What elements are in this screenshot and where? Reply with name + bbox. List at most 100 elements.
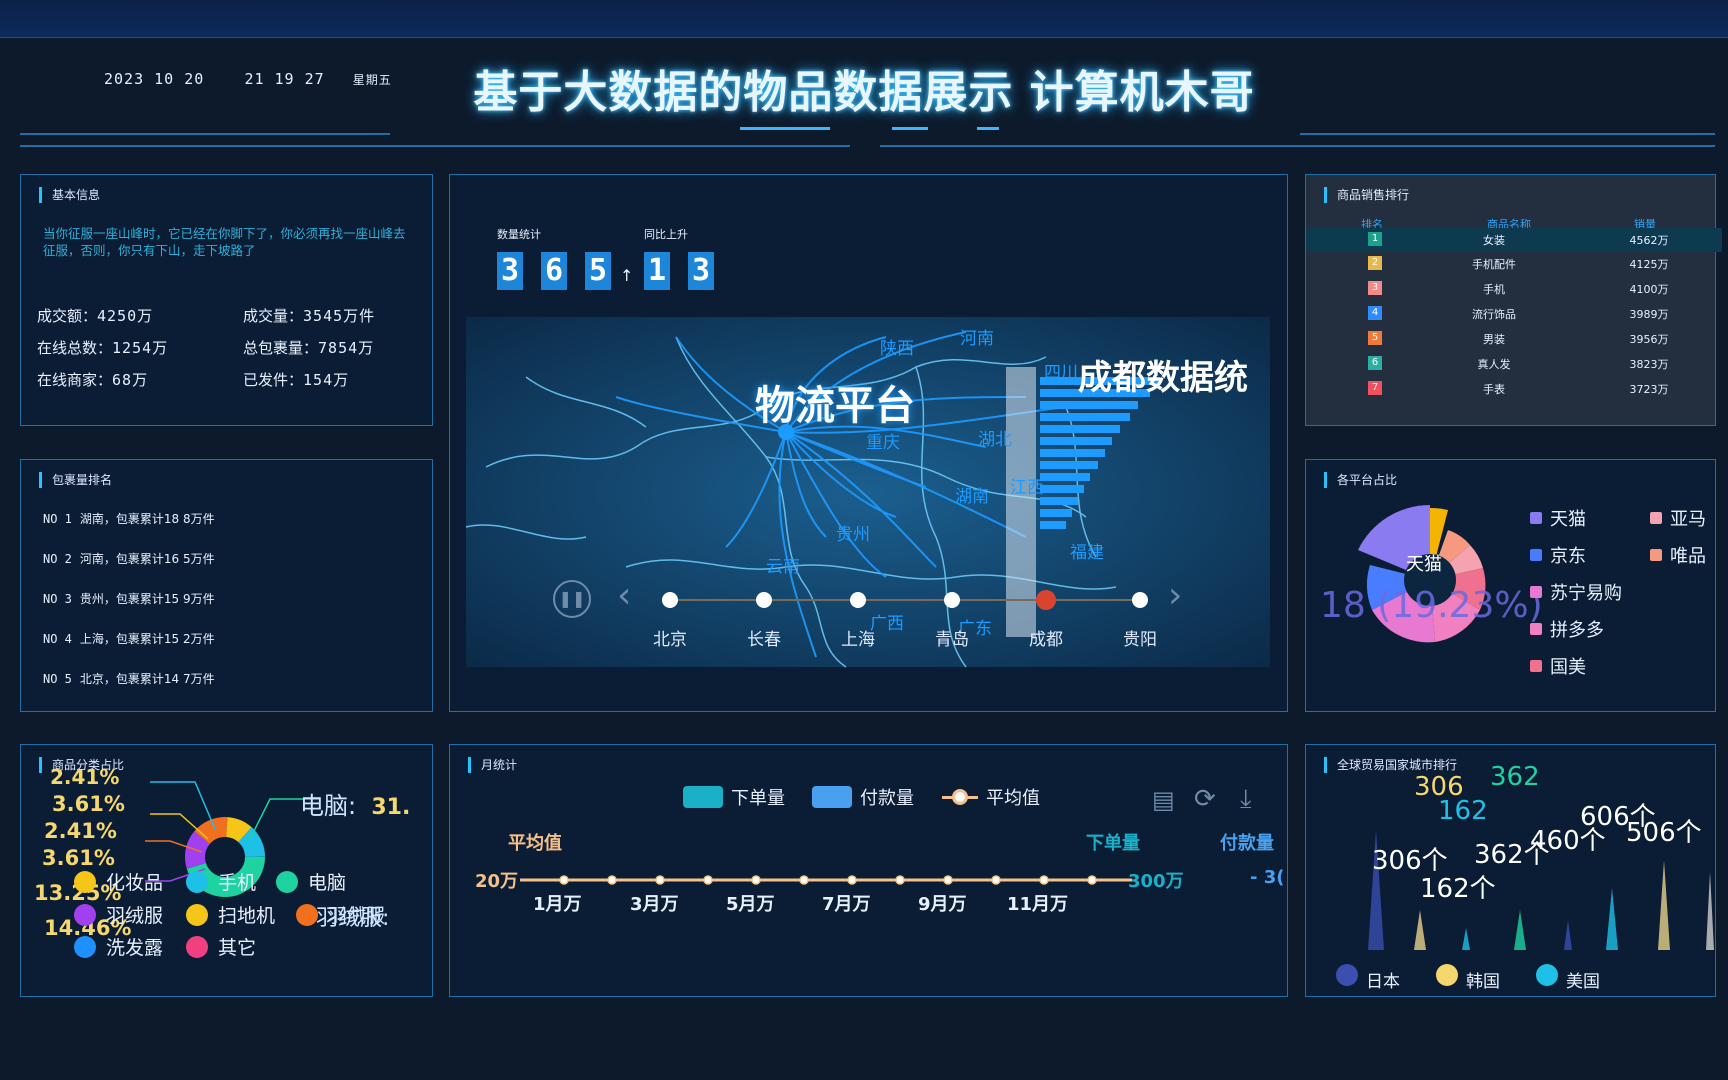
stat-item: 成交量：3545万件 [243, 307, 376, 325]
province-label: 云南 [766, 557, 800, 577]
avg-point [799, 875, 809, 885]
header-deco [892, 127, 928, 130]
data-view-icon[interactable]: ▤ [1152, 786, 1175, 814]
legend-item[interactable]: 其它 [186, 933, 256, 960]
right-bars [1040, 377, 1160, 529]
legend-item[interactable]: 日本 [1336, 964, 1400, 992]
prev-button[interactable]: ‹ [617, 575, 632, 616]
avg-point [991, 875, 1001, 885]
legend-item[interactable]: 唯品 [1650, 542, 1706, 568]
count-digit: 6 [541, 252, 567, 290]
month-label: 9月万 [918, 894, 967, 915]
page-title: 基于大数据的物品数据展示 计算机木哥 [473, 67, 1255, 118]
hub-point [778, 424, 794, 440]
label-line [150, 781, 216, 830]
timeline-dot[interactable] [1132, 592, 1148, 608]
basic-info-panel: 基本信息 当你征服一座山峰时，它已经在你脚下了，你必须再找一座山峰去征服，否则，… [20, 174, 433, 426]
refresh-icon[interactable]: ⟳ [1194, 784, 1216, 814]
province-label: 陕西 [880, 339, 914, 359]
timeline-dot[interactable] [756, 592, 772, 608]
spike [1414, 910, 1426, 950]
label-line [150, 813, 209, 840]
legend-item[interactable]: 天猫 [1530, 505, 1586, 531]
legend-item[interactable]: 苏宁易购 [1530, 579, 1622, 605]
download-icon[interactable]: ⤓ [1240, 784, 1252, 814]
stat-item: 在线商家：68万 [37, 371, 149, 389]
category-big-label: 电脑: 31. [300, 792, 411, 820]
label-line [145, 840, 203, 853]
legend-item[interactable]: 电脑 [276, 868, 346, 895]
legend-item[interactable]: 下单量 [683, 784, 785, 810]
label-line [249, 798, 320, 840]
legend-item[interactable]: 扫地机 [186, 901, 275, 928]
province-label: 江西 [1010, 478, 1044, 498]
month-label: 11月万 [1007, 894, 1069, 915]
trade-label: 506个 [1626, 818, 1702, 848]
legend-item[interactable]: 付款量 [812, 784, 914, 810]
legend-item[interactable]: 拼多多 [1530, 616, 1604, 642]
trade-label: 162个 [1420, 874, 1496, 904]
legend-item[interactable]: 手机 [186, 868, 256, 895]
table-header: 商品名称 [1487, 218, 1531, 231]
donut-slice [185, 817, 265, 897]
trade-label: 362 [1490, 762, 1540, 792]
count-digit: 3 [497, 252, 523, 290]
stat-item: 在线总数：1254万 [37, 339, 169, 357]
legend-item[interactable]: 平均值 [942, 784, 1040, 810]
timeline-dot[interactable] [662, 592, 678, 608]
category-overlay-label: 羽绒服: [316, 906, 390, 931]
rose-center [1404, 554, 1456, 606]
month-label: 7月万 [822, 894, 871, 915]
province-label: 贵州 [836, 525, 870, 545]
pct-label: 2.41% [44, 819, 117, 843]
panel-title: 商品分类占比 [39, 757, 124, 773]
pct-label: 3.61% [52, 792, 125, 816]
avg-point [559, 875, 569, 885]
table-header: 排名 [1361, 218, 1383, 231]
axis-tick: 300万 [1128, 871, 1184, 892]
trade-labels: 306 362 162 306个 162个 362个 460个 606个 506… [1306, 762, 1715, 980]
legend-item[interactable]: 国美 [1530, 653, 1586, 679]
panel-title: 月统计 [468, 757, 517, 773]
province-borders [465, 336, 1117, 668]
trade-label: 362个 [1474, 840, 1550, 870]
stat-item: 成交额：4250万 [37, 307, 154, 325]
legend-item[interactable]: 美国 [1536, 964, 1600, 992]
up-arrow-icon: ↑ [620, 266, 634, 285]
trade-label: 162 [1438, 796, 1488, 826]
timeline-dot[interactable] [944, 592, 960, 608]
pause-button[interactable]: ❚❚ [553, 580, 591, 618]
timeline-dot-active[interactable] [1036, 590, 1056, 610]
legend-item[interactable]: 羽绒服 [296, 901, 385, 928]
province-label: 重庆 [866, 433, 900, 453]
axis-caption: 下单量 [1086, 833, 1140, 854]
province-label: 广东 [958, 619, 992, 639]
header-line-right2 [880, 145, 1715, 147]
time: 21 19 27 [244, 70, 325, 88]
legend-item[interactable]: 京东 [1530, 542, 1586, 568]
panel-title: 包裹量排名 [39, 472, 112, 488]
axis-caption: 付款量 [1220, 833, 1274, 854]
timeline-dot[interactable] [850, 592, 866, 608]
legend-item[interactable]: 化妆品 [74, 868, 163, 895]
avg-point [607, 875, 617, 885]
legend-item[interactable]: 韩国 [1436, 964, 1500, 992]
avg-point [895, 875, 905, 885]
legend-item[interactable]: 亚马 [1650, 505, 1706, 531]
legend-item[interactable]: 洗发露 [74, 933, 163, 960]
timeline-label: 青岛 [935, 630, 969, 650]
legend-item[interactable]: 羽绒服 [74, 901, 163, 928]
avg-point [703, 875, 713, 885]
province-label: 湖南 [955, 487, 989, 507]
next-button[interactable]: › [1168, 575, 1183, 616]
